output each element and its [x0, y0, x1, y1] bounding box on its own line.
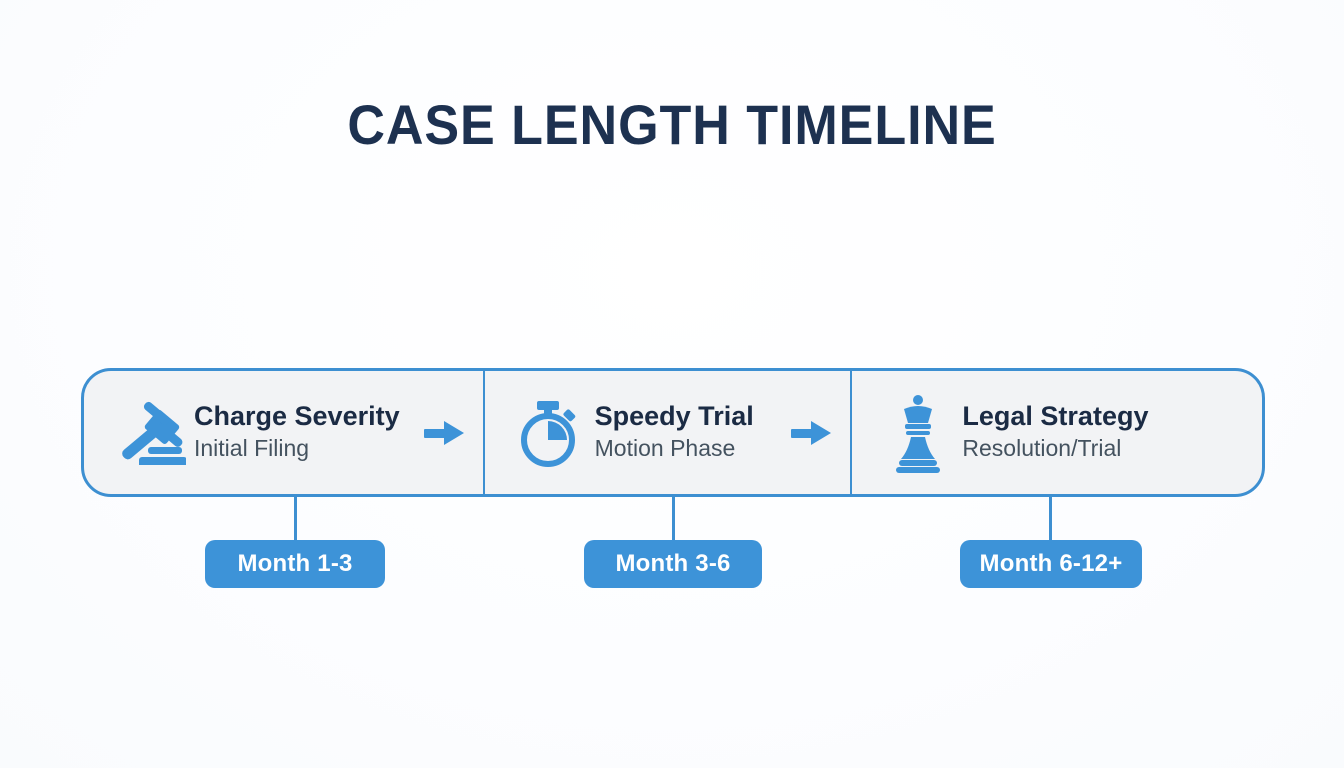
timeline-container: Charge Severity Initial Filing: [81, 368, 1265, 497]
connector-line-3: [1049, 494, 1052, 542]
gavel-icon: [110, 393, 190, 473]
month-badge-1[interactable]: Month 1-3: [205, 540, 385, 588]
stage-title: Speedy Trial: [594, 400, 754, 431]
stage-text-block: Legal Strategy Resolution/Trial: [962, 401, 1148, 465]
stage-divider: [850, 371, 853, 494]
stage-subtitle: Motion Phase: [594, 435, 736, 462]
connector-line-1: [294, 494, 297, 542]
timeline-stage-speedy-trial[interactable]: Speedy Trial Motion Phase: [485, 371, 851, 494]
connector-line-2: [672, 494, 675, 542]
chess-queen-icon: [878, 393, 958, 473]
stage-title: Charge Severity: [194, 400, 400, 431]
stage-divider: [482, 371, 485, 494]
timeline-stage-legal-strategy[interactable]: Legal Strategy Resolution/Trial: [852, 371, 1262, 494]
page-title: CASE LENGTH TIMELINE: [347, 93, 997, 156]
month-badge-2[interactable]: Month 3-6: [584, 540, 762, 588]
arrow-right-icon: [423, 416, 469, 450]
stage-subtitle: Initial Filing: [194, 435, 310, 462]
stage-text-block: Speedy Trial Motion Phase: [595, 401, 754, 465]
stopwatch-icon: [511, 393, 591, 473]
stage-subtitle: Resolution/Trial: [962, 435, 1122, 462]
month-badge-3[interactable]: Month 6-12+: [960, 540, 1142, 588]
stage-title: Legal Strategy: [962, 400, 1149, 431]
arrow-right-icon: [790, 416, 836, 450]
stage-text-block: Charge Severity Initial Filing: [194, 401, 400, 465]
timeline-stage-charge-severity[interactable]: Charge Severity Initial Filing: [84, 371, 483, 494]
